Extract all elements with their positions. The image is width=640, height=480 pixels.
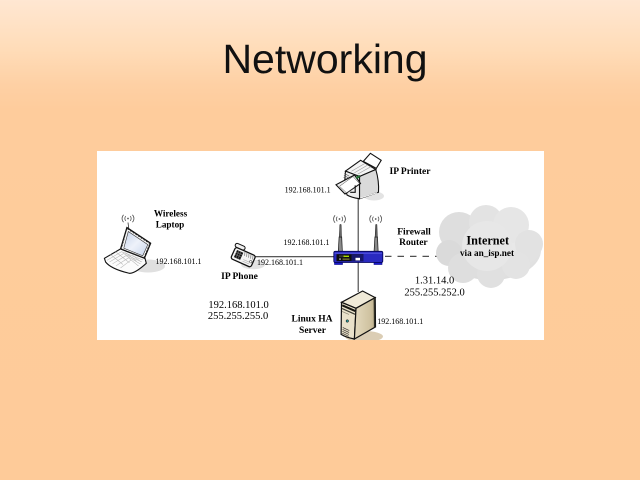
svg-text:via an_isp.net: via an_isp.net bbox=[460, 248, 515, 258]
svg-text:255.255.255.0: 255.255.255.0 bbox=[208, 311, 268, 322]
svg-text:Firewall: Firewall bbox=[397, 228, 431, 238]
svg-text:Laptop: Laptop bbox=[156, 220, 185, 230]
svg-text:Internet: Internet bbox=[466, 233, 509, 247]
svg-text:IP Printer: IP Printer bbox=[390, 167, 432, 177]
svg-text:Wireless: Wireless bbox=[154, 209, 188, 219]
svg-text:192.168.101.1: 192.168.101.1 bbox=[156, 257, 202, 266]
svg-text:192.168.101.1: 192.168.101.1 bbox=[257, 258, 303, 267]
svg-text:Linux HA: Linux HA bbox=[292, 315, 333, 325]
svg-text:Server: Server bbox=[299, 326, 327, 336]
svg-text:255.255.252.0: 255.255.252.0 bbox=[404, 287, 464, 298]
svg-text:192.168.101.1: 192.168.101.1 bbox=[284, 238, 330, 247]
svg-text:192.168.101.0: 192.168.101.0 bbox=[208, 300, 268, 311]
svg-text:IP Phone: IP Phone bbox=[221, 272, 258, 282]
svg-text:192.168.101.1: 192.168.101.1 bbox=[285, 186, 331, 195]
svg-text:1.31.14.0: 1.31.14.0 bbox=[415, 275, 454, 286]
svg-text:192.168.101.1: 192.168.101.1 bbox=[377, 317, 423, 326]
svg-text:Router: Router bbox=[399, 238, 428, 248]
